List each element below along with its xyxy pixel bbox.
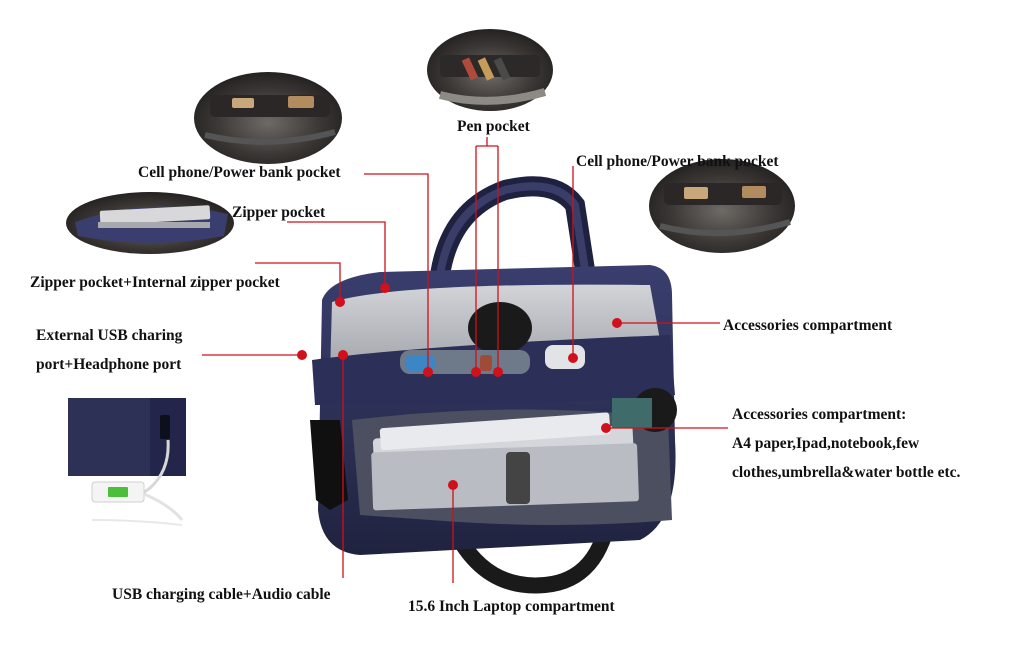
inset-pen-pocket [427,29,553,111]
label-accessories-detail-line3: clothes,umbrella&water bottle etc. [732,464,961,481]
label-usb-port-line1: External USB charing [36,327,183,344]
label-usb-port-line2: port+Headphone port [36,356,182,373]
inset-usb-port [68,398,186,526]
label-zipper-internal: Zipper pocket+Internal zipper pocket [30,274,280,291]
label-laptop: 15.6 Inch Laptop compartment [408,598,615,615]
label-cell-phone-left: Cell phone/Power bank pocket [138,164,341,181]
label-cell-phone-right: Cell phone/Power bank pocket [576,153,779,170]
label-accessories-detail: Accessories compartment: A4 paper,Ipad,n… [732,400,1012,487]
label-accessories-detail-line1: Accessories compartment: [732,406,907,423]
briefcase [310,176,677,594]
inset-cell-phone-right [649,159,795,253]
inset-cell-phone-left [194,72,342,164]
label-accessories-detail-line2: A4 paper,Ipad,notebook,few [732,435,920,452]
label-pen-pocket: Pen pocket [457,118,530,135]
label-zipper-pocket: Zipper pocket [232,204,326,221]
label-usb-cable: USB charging cable+Audio cable [112,586,331,603]
inset-zipper-pocket [66,192,234,254]
label-usb-port: External USB charing port+Headphone port [36,321,226,379]
label-accessories: Accessories compartment [723,317,893,334]
leader-lines [202,137,728,583]
leader-dots [297,283,622,490]
